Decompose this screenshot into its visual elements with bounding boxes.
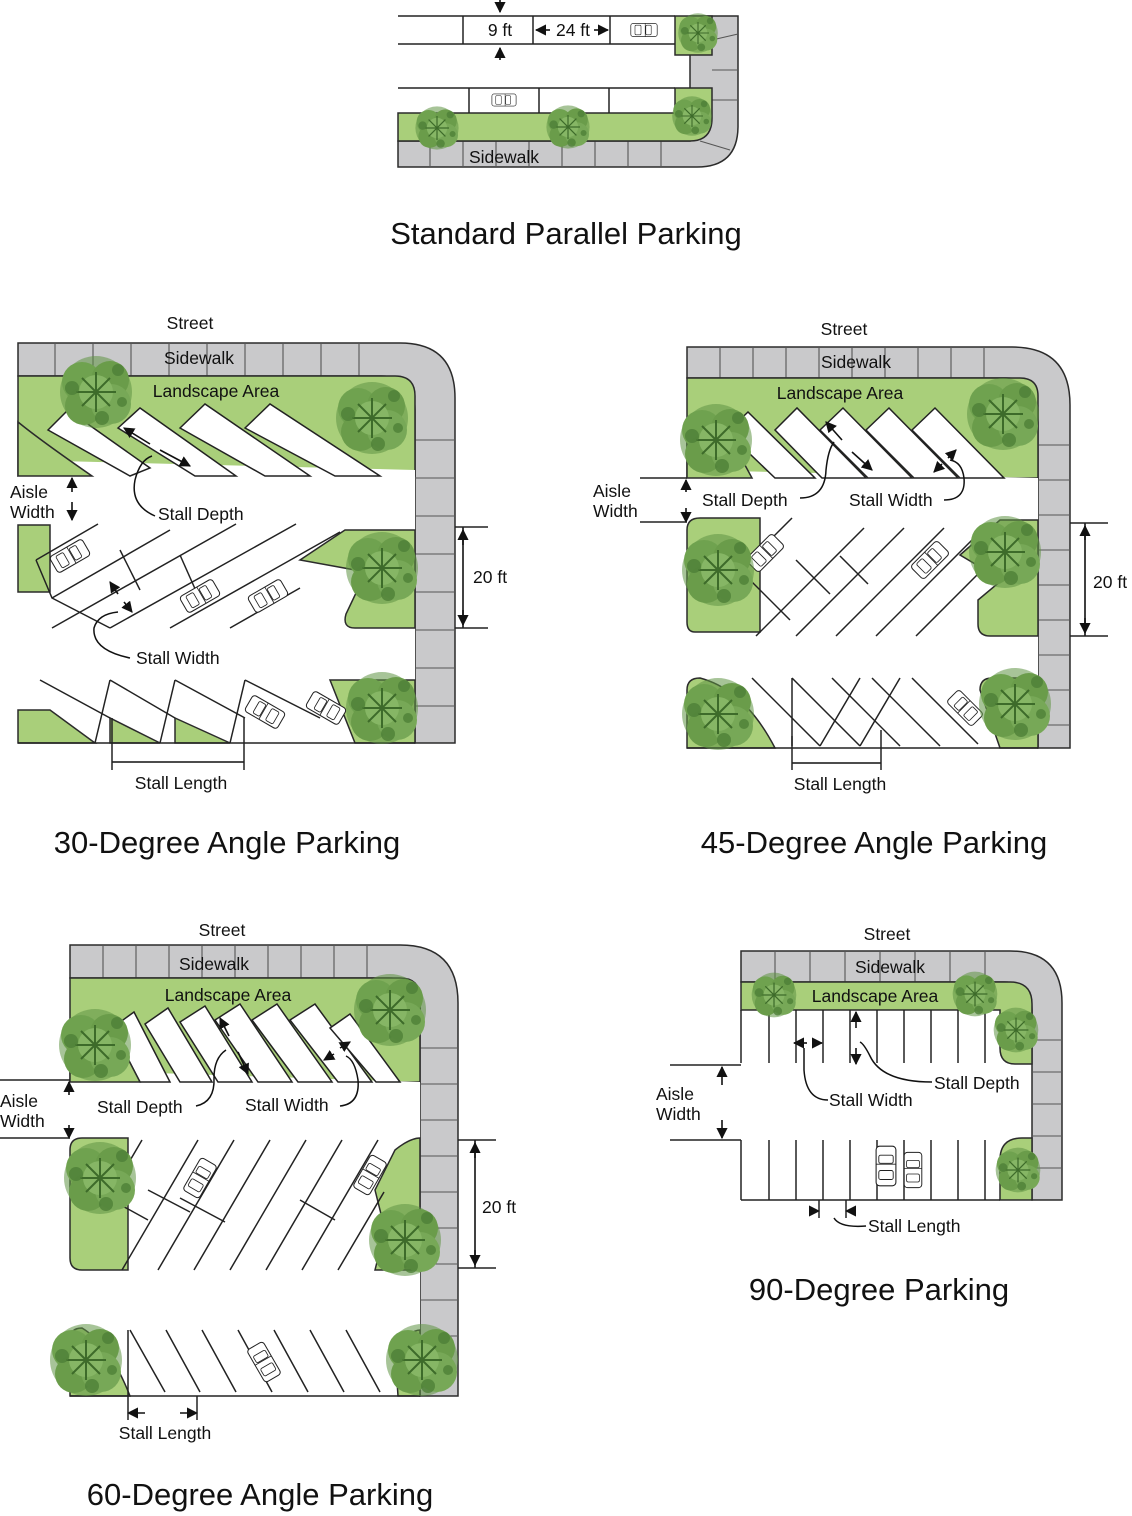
sidewalk-label: Sidewalk: [855, 957, 925, 977]
tree-icon: [49, 1323, 123, 1397]
aisle-width-label: Width: [10, 502, 55, 522]
tree-icon: [385, 1323, 459, 1397]
angle-60-parking-panel: Street Sidewalk Landscape Area Aisle Wid…: [0, 920, 516, 1512]
stall-depth-label: Stall Depth: [702, 490, 788, 510]
tree-icon: [968, 515, 1042, 589]
stall-length-label: Stall Length: [135, 773, 227, 793]
street-label: Street: [864, 924, 911, 944]
stall-length-label: Stall Length: [119, 1423, 211, 1443]
street-label: Street: [199, 920, 246, 940]
tree-icon: [59, 355, 133, 429]
angle-45-parking-panel: Street Sidewalk Landscape Area Aisle Wid…: [593, 319, 1127, 860]
tree-icon: [345, 671, 419, 745]
tree-icon: [679, 403, 753, 477]
aisle-width-label: Aisle: [10, 482, 48, 502]
panel-title: 60-Degree Angle Parking: [87, 1477, 433, 1512]
angle-30-parking-panel: Street Sidewalk Landscape Area Aisle Wid…: [10, 313, 507, 860]
tree-icon: [681, 533, 755, 607]
sidewalk-label: Sidewalk: [469, 147, 539, 167]
tree-icon: [63, 1141, 137, 1215]
panel-title: Standard Parallel Parking: [390, 216, 742, 251]
tree-icon: [995, 1147, 1041, 1193]
panel-title: 45-Degree Angle Parking: [701, 825, 1047, 860]
tree-icon: [368, 1203, 442, 1277]
tree-icon: [751, 972, 797, 1018]
aisle-width-label: Aisle: [593, 481, 631, 501]
dimension-20ft: 20 ft: [482, 1197, 516, 1217]
aisle-width-label: Width: [0, 1111, 45, 1131]
tree-icon: [952, 971, 998, 1017]
aisle-width-label: Width: [656, 1104, 701, 1124]
stall-row-top: [17, 403, 383, 477]
stall-row-middle: [35, 523, 341, 629]
sidewalk-label: Sidewalk: [179, 954, 249, 974]
stall-length-label: Stall Length: [794, 774, 886, 794]
car-icon: [246, 1340, 282, 1384]
landscape-label: Landscape Area: [165, 985, 292, 1005]
stall-length-label: Stall Length: [868, 1216, 960, 1236]
dimension-9ft: 9 ft: [488, 20, 512, 40]
aisle-width-label: Aisle: [0, 1091, 38, 1111]
stall-depth-label: Stall Depth: [158, 504, 244, 524]
landscape-label: Landscape Area: [812, 986, 939, 1006]
dimension-20ft: 20 ft: [473, 567, 507, 587]
aisle-width-label: Aisle: [656, 1084, 694, 1104]
stall-depth-label: Stall Depth: [934, 1073, 1020, 1093]
car-icon: [243, 694, 287, 730]
stall-depth-label: Stall Depth: [97, 1097, 183, 1117]
tree-icon: [966, 377, 1040, 451]
street-label: Street: [821, 319, 868, 339]
tree-icon: [671, 95, 713, 137]
car-icon: [945, 688, 985, 728]
car-icon: [875, 1145, 897, 1187]
panel-title: 30-Degree Angle Parking: [54, 825, 400, 860]
angle-90-parking-panel: Street Sidewalk Landscape Area Aisle Wid…: [656, 924, 1063, 1307]
stall-row-bottom: [687, 677, 1038, 749]
tree-icon: [335, 381, 409, 455]
tree-icon: [993, 1007, 1039, 1053]
stall-row-middle: [739, 517, 991, 637]
tree-icon: [345, 531, 419, 605]
street-label: Street: [167, 313, 214, 333]
stall-row-bottom: [740, 1140, 1000, 1201]
stall-row-middle: [107, 1139, 385, 1271]
tree-icon: [58, 1008, 132, 1082]
panel-title: 90-Degree Parking: [749, 1272, 1009, 1307]
landscape-label: Landscape Area: [777, 383, 904, 403]
sidewalk-label: Sidewalk: [821, 352, 891, 372]
tree-icon: [414, 105, 460, 151]
sidewalk-label: Sidewalk: [164, 348, 234, 368]
stall-width-label: Stall Width: [829, 1090, 913, 1110]
stall-width-label: Stall Width: [849, 490, 933, 510]
tree-icon: [677, 12, 719, 54]
tree-icon: [978, 667, 1052, 741]
tree-icon: [545, 104, 591, 150]
dimension-24ft: 24 ft: [556, 20, 590, 40]
car-icon: [491, 93, 517, 107]
stall-row-bottom: [18, 679, 415, 744]
dimension-20ft: 20 ft: [1093, 572, 1127, 592]
stall-row-top: [740, 1010, 986, 1063]
car-icon: [630, 23, 658, 37]
stall-width-label: Stall Width: [245, 1095, 329, 1115]
tree-icon: [353, 973, 427, 1047]
landscape-label: Landscape Area: [153, 381, 280, 401]
aisle-width-label: Width: [593, 501, 638, 521]
tree-icon: [681, 677, 755, 751]
car-icon: [903, 1151, 923, 1189]
stall-width-label: Stall Width: [136, 648, 220, 668]
parallel-parking-panel: 9 ft 24 ft Sidewalk Standard Parallel Pa…: [390, 0, 742, 251]
